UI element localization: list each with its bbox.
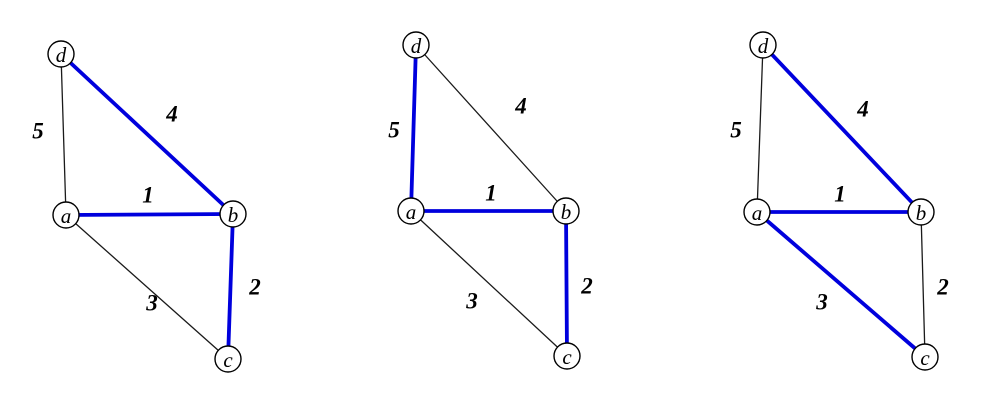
edge-a-c (410, 210, 568, 357)
edge-a-b-highlighted (64, 212, 235, 217)
node-c (553, 342, 581, 370)
node-label-a: a (752, 201, 763, 225)
edge-d-b-highlighted (761, 43, 923, 214)
edge-d-b (415, 44, 567, 212)
edge-weight-a-c: 3 (815, 290, 828, 315)
edge-b-c-highlighted (226, 212, 235, 361)
node-c (911, 343, 939, 371)
edge-weight-a-b: 1 (834, 182, 846, 207)
node-b (552, 197, 580, 225)
edge-weight-d-a: 5 (32, 119, 44, 144)
node-label-c: c (562, 345, 572, 369)
node-d (402, 31, 430, 59)
edge-a-c-highlighted (755, 210, 927, 359)
node-label-b: b (561, 200, 572, 224)
edge-weight-b-c: 2 (580, 274, 593, 299)
edge-d-a (756, 44, 764, 213)
node-label-d: d (758, 34, 769, 58)
edge-weight-d-a: 5 (388, 118, 400, 143)
node-label-d: d (411, 34, 422, 58)
edge-weight-d-b: 4 (165, 102, 178, 127)
edge-weight-b-c: 2 (248, 275, 261, 300)
edge-a-c (65, 214, 229, 360)
edge-weight-d-b: 4 (856, 97, 869, 122)
node-d (749, 31, 777, 59)
node-a (743, 198, 771, 226)
edge-weight-a-c: 3 (145, 291, 158, 316)
node-label-a: a (61, 204, 72, 228)
node-c (214, 345, 242, 373)
edge-b-c (920, 211, 926, 358)
node-b (219, 200, 247, 228)
node-label-c: c (223, 348, 233, 372)
edge-weight-a-b: 1 (485, 181, 497, 206)
node-a (397, 197, 425, 225)
graph-1: 5 4 1 2 3 d a b c (32, 40, 261, 373)
edge-d-b-highlighted (59, 52, 235, 216)
node-b (907, 198, 935, 226)
edge-d-a-highlighted (409, 43, 418, 213)
node-label-b: b (228, 203, 239, 227)
edge-weight-d-b: 4 (514, 94, 527, 119)
graph-3: 5 4 1 2 3 d a b c (730, 31, 949, 371)
edge-weight-a-c: 3 (465, 289, 478, 314)
edge-weight-d-a: 5 (730, 118, 742, 143)
node-label-c: c (920, 346, 930, 370)
edge-d-a (60, 53, 67, 216)
node-label-d: d (56, 43, 67, 67)
node-a (52, 201, 80, 229)
node-label-b: b (916, 201, 927, 225)
edge-weight-b-c: 2 (936, 275, 949, 300)
node-d (47, 40, 75, 68)
edge-weight-a-b: 1 (142, 183, 154, 208)
edge-b-c-highlighted (564, 209, 569, 358)
graph-2: 5 4 1 2 3 d a b c (388, 31, 593, 370)
node-label-a: a (406, 200, 417, 224)
